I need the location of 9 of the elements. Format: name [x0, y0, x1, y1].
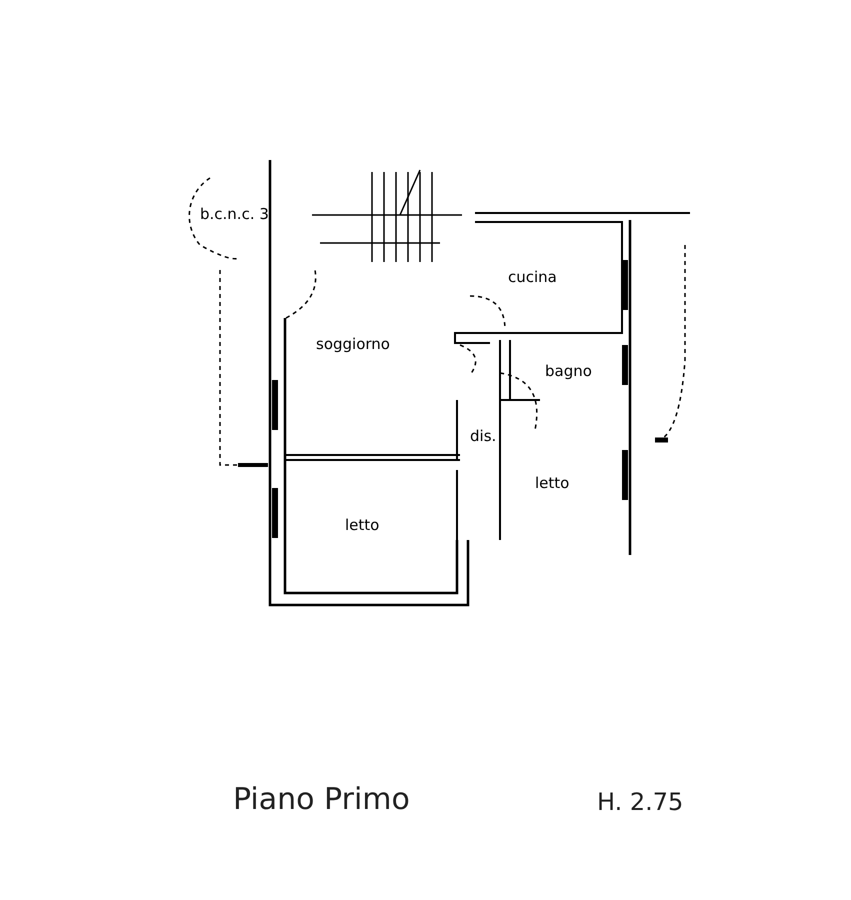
- room-label: letto: [535, 474, 570, 492]
- ceiling-height-note: H. 2.75: [597, 788, 684, 816]
- room-label: soggiorno: [316, 335, 390, 353]
- room-label: bagno: [545, 362, 592, 380]
- room-label: b.c.n.c. 3: [200, 205, 269, 223]
- plan-caption: Piano Primo: [233, 782, 410, 817]
- room-label: cucina: [508, 268, 557, 286]
- room-label: dis.: [470, 427, 496, 445]
- room-label: letto: [345, 516, 380, 534]
